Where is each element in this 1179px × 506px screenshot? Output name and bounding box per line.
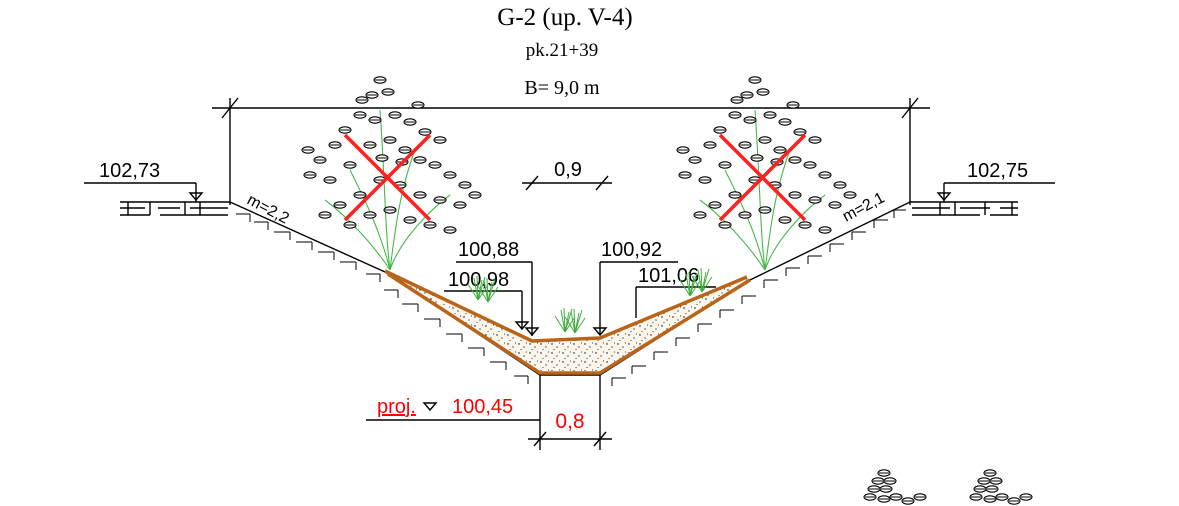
design-prefix-label: proj. [377, 396, 416, 418]
sediment-fill [385, 271, 748, 371]
width-label: B= 9,0 m [524, 77, 600, 99]
tree-removal-icon [301, 76, 482, 271]
inner-right-upper-elevation: 100,92 [601, 239, 662, 261]
right-top-elevation: 102,75 [967, 160, 1028, 182]
inner-left-upper-elevation: 100,88 [458, 239, 519, 261]
ground-hatching-right [910, 201, 1018, 216]
design-bottom-width-dimension [528, 375, 612, 450]
top-width-dimension [212, 97, 930, 205]
right-top-elevation-marker [936, 182, 1055, 202]
left-top-elevation: 102,73 [99, 160, 160, 182]
existing-bottom-width-value: 0,9 [554, 159, 582, 181]
inner-left-elevation-markers [444, 261, 540, 337]
design-bottom-width-value: 0,8 [555, 410, 584, 433]
design-ditch-profile [387, 272, 751, 375]
left-top-elevation-marker [84, 182, 204, 202]
tree-symbol-icon [969, 469, 1033, 505]
design-elevation-label: 100,45 [452, 396, 513, 418]
existing-bottom-width-dimension [522, 175, 612, 191]
slope-hatching-right [611, 209, 906, 386]
sediment-surface-line [384, 269, 748, 343]
inner-right-lower-elevation: 101,06 [638, 265, 699, 287]
inner-left-lower-elevation: 100,98 [448, 269, 509, 291]
station-label: pk.21+39 [526, 40, 598, 61]
design-elevation-marker [366, 402, 540, 421]
section-title: G-2 (up. V-4) [497, 4, 632, 31]
existing-ditch-profile [229, 201, 911, 376]
tree-removal-icon [676, 76, 857, 271]
tree-symbol-icon [863, 469, 927, 505]
slope-hatching-left [236, 213, 529, 384]
ground-hatching-left [120, 201, 230, 216]
